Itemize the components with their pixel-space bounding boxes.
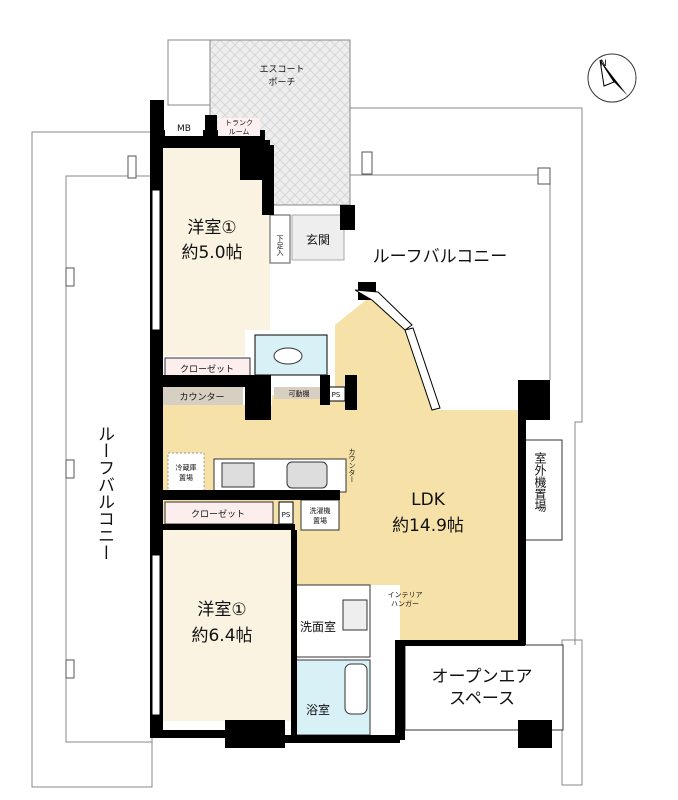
washer-label-1: 洗濯機 [310,506,331,515]
compass-north-label: N [600,59,607,69]
open-air-label-2: スペース [449,689,515,709]
closet1-label: クローゼット [180,363,234,375]
bedroom1-name: 洋室① [187,218,236,238]
fridge-space [167,452,205,492]
mb-label: MB [177,124,191,134]
interior-hanger-label-1: インテリア [388,591,423,599]
open-air-space [404,644,564,731]
compass-icon: N [587,53,637,103]
interior-hanger-label-2: ハンガー [391,599,419,608]
trunk-room-label-2: ルーム [229,128,250,136]
open-air-label-1: オープンエア [432,667,533,687]
ldk-name: LDK [411,490,446,510]
trunk-room-label-1: トランク [225,119,253,127]
ps2-label: PS [282,511,291,519]
roof-balcony-right-label: ルーフバルコニー [373,247,508,267]
shoe-cabinet-label: 下足入 [276,235,284,256]
washer-label-2: 置場 [313,516,327,525]
roof-balcony-left-label: ルーフバルコニー [94,425,114,561]
bathroom-label: 浴室 [306,702,330,717]
ps1-label: PS [332,391,341,399]
shelf [274,387,324,399]
bedroom2-floor [163,528,291,721]
bedroom1-size: 約5.0帖 [181,243,242,263]
closet2-label: クローゼット [191,508,245,520]
counter2-label: カウンター [348,448,356,483]
movable-shelf-label: 可動棚 [289,389,310,398]
entrance-floor [291,214,345,261]
railing-posts [65,151,551,679]
counter1 [163,387,243,405]
fridge-label-1: 冷蔵庫 [176,463,197,472]
porch-label-2: ポーチ [268,77,295,88]
washroom-label: 洗面室 [300,619,336,634]
bedroom1-floor [163,148,245,356]
left-roof-balcony-outline [31,131,153,788]
outdoor-unit-label: 室外機置場 [533,451,547,513]
porch-label-1: エスコート [259,65,304,75]
ldk-size: 約14.9帖 [392,516,464,536]
counter1-label: カウンター [179,392,224,403]
window-frames [151,189,441,716]
bedroom2-name: 洋室① [197,600,246,620]
bedroom2-size: 約6.4帖 [191,626,252,646]
entrance-label: 玄関 [306,232,330,247]
fridge-label-2: 置場 [179,473,193,482]
washer-space [300,499,340,531]
